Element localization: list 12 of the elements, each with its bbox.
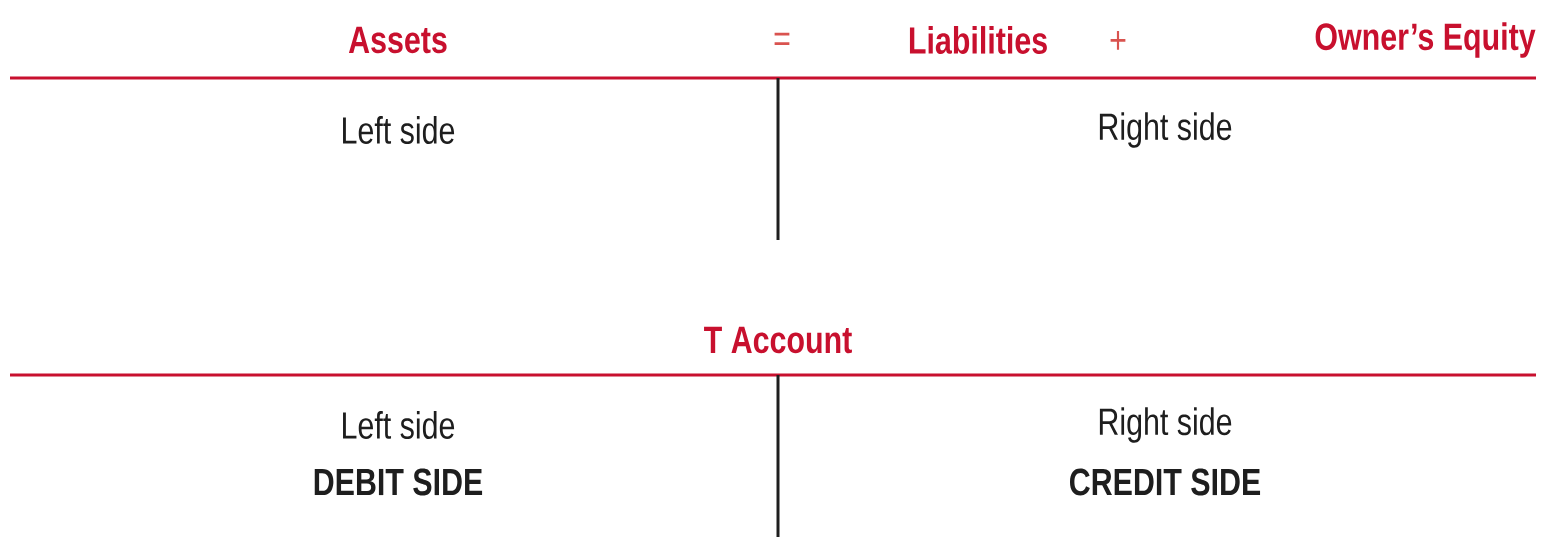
equals-sign: = [774, 32, 790, 45]
side-label: Left side [343, 411, 455, 439]
side-label: DEBIT SIDE [314, 468, 483, 496]
side-label: Left side [343, 116, 455, 144]
column-heading: Owner’s Equity [1315, 22, 1536, 58]
account-title: T Account [704, 326, 852, 354]
side-label: CREDIT SIDE [1070, 468, 1261, 496]
column-heading: Liabilities [909, 26, 1047, 54]
column-heading: Assets [348, 26, 447, 54]
side-label: Right side [1099, 112, 1232, 148]
side-label: Right side [1099, 407, 1232, 443]
plus-sign: + [1110, 31, 1126, 50]
